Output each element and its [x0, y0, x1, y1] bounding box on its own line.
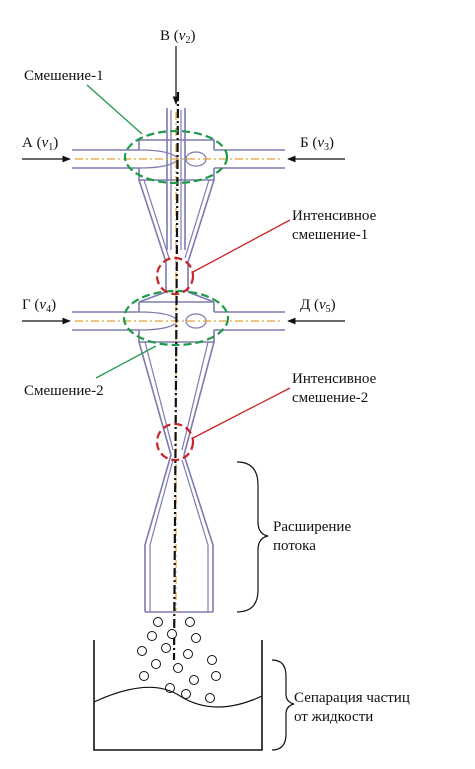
mixing-zone-1: [123, 129, 229, 185]
flow-axis: [172, 91, 180, 661]
mixing-zone-1-label: Смешение-1: [24, 68, 104, 84]
liquid-surface: [93, 686, 263, 708]
expansion-label-line1: Расширение: [273, 519, 351, 535]
inlet-a-label: А (v1): [22, 135, 58, 153]
inlet-top-label: В (v2): [160, 28, 195, 46]
mixing-zone-2: [122, 289, 230, 347]
intensive-zone-2-label-line2: смешение-2: [292, 390, 368, 406]
intensive-zone-1-label-line2: смешение-1: [292, 227, 368, 243]
particles: [137, 617, 221, 703]
lower-mixer: [72, 291, 285, 613]
inlet-d-label: Д (v5): [300, 297, 336, 315]
intensive-zone-1-label-line1: Интенсивное: [292, 208, 377, 224]
intensive-zone-2: [155, 422, 195, 462]
separation-label-line1: Сепарация частиц: [294, 690, 410, 706]
separation-brace: [271, 659, 295, 751]
separation-tank: [93, 640, 263, 751]
expansion-label-line2: потока: [273, 538, 316, 554]
inlet-b-label: Б (v3): [300, 135, 334, 153]
separation-label-line2: от жидкости: [294, 709, 373, 725]
intensive-zone-2-label-line1: Интенсивное: [292, 371, 377, 387]
expansion-brace: [236, 461, 269, 613]
upper-mixer: [72, 108, 285, 292]
intensive-zone-1: [155, 256, 195, 296]
mixing-zone-2-label: Смешение-2: [24, 383, 104, 399]
inlet-g-label: Г (v4): [22, 297, 56, 315]
